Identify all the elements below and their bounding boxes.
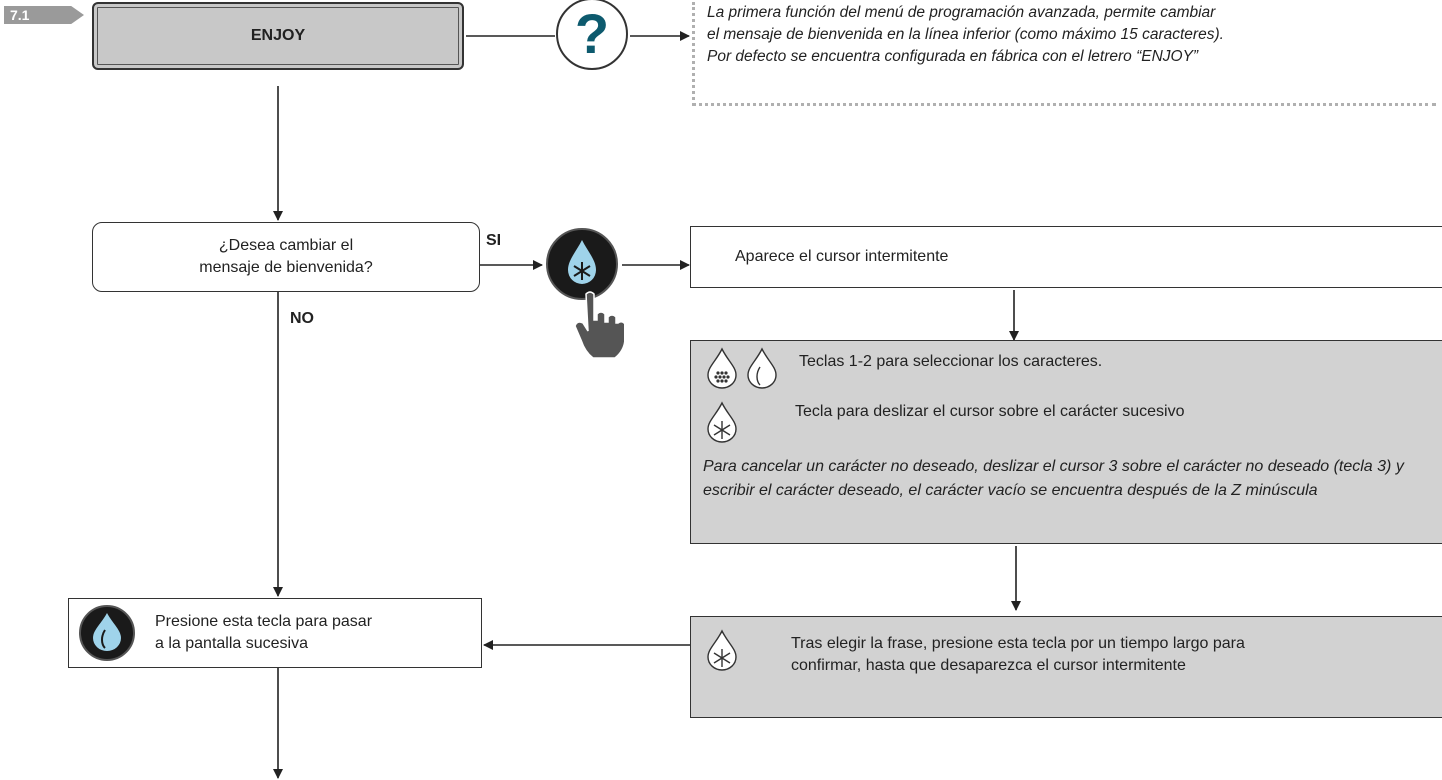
water-drop-key-glyph	[93, 613, 121, 651]
cursor-box-text: Aparece el cursor intermitente	[735, 248, 949, 265]
snowflake-drop-icon	[707, 401, 737, 443]
help-note-line: Por defecto se encuentra configurada en …	[707, 48, 1199, 65]
next-screen-box: Presione esta tecla para pasar a la pant…	[68, 598, 482, 668]
decision-line: mensaje de bienvenida?	[199, 259, 373, 276]
confirm-line: confirmar, hasta que desaparezca el curs…	[791, 657, 1186, 674]
title-box: ENJOY	[92, 2, 464, 70]
decision-line: ¿Desea cambiar el	[218, 237, 354, 254]
question-mark-icon: ?	[556, 0, 628, 70]
next-line: a la pantalla sucesiva	[155, 635, 308, 652]
decision-box: ¿Desea cambiar el mensaje de bienvenida?	[92, 222, 480, 292]
keys12-text: Teclas 1-2 para seleccionar los caracter…	[799, 353, 1103, 370]
help-note-line: el mensaje de bienvenida en la línea inf…	[707, 26, 1224, 43]
no-label: NO	[290, 310, 314, 327]
next-line: Presione esta tecla para pasar	[155, 613, 373, 630]
dotted-drop-icon	[707, 347, 737, 389]
help-note: La primera función del menú de programac…	[692, 2, 1436, 106]
help-note-line: La primera función del menú de programac…	[707, 4, 1216, 21]
key3-text: Tecla para deslizar el cursor sobre el c…	[795, 403, 1185, 420]
snowflake-drop-icon	[707, 629, 737, 671]
keys-box: Teclas 1-2 para seleccionar los caracter…	[690, 340, 1442, 544]
snowflake-key-glyph	[568, 240, 596, 284]
help-symbol: ?	[574, 2, 610, 65]
step-number-tag: 7.1	[4, 6, 84, 24]
title-text: ENJOY	[250, 27, 306, 44]
snowflake-key-icon	[546, 228, 618, 300]
cursor-box: Aparece el cursor intermitente	[690, 226, 1442, 288]
pointing-hand-icon	[574, 291, 624, 358]
confirm-box: Tras elegir la frase, presione esta tecl…	[690, 616, 1442, 718]
water-drop-icon	[747, 347, 777, 389]
water-drop-key-icon	[79, 605, 135, 661]
keys-note-text: Para cancelar un carácter no deseado, de…	[703, 458, 1404, 499]
confirm-line: Tras elegir la frase, presione esta tecl…	[791, 635, 1245, 652]
yes-label: SI	[486, 232, 502, 249]
